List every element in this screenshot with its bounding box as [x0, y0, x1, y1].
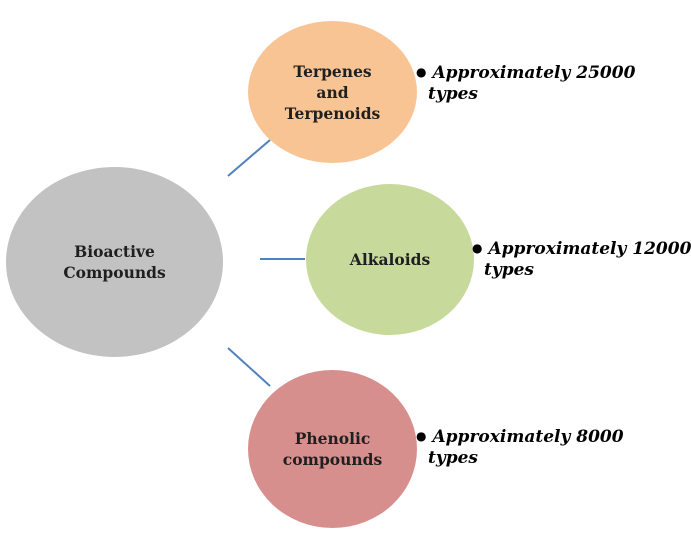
terpenes-note-line2: types [428, 84, 479, 104]
terpenes-note: ● Approximately 25000 types [416, 62, 635, 105]
phenolic-note-line1: Approximately 8000 [432, 427, 624, 447]
terpenes-label: Terpenes and Terpenoids [284, 61, 381, 123]
connector-phenolic [227, 347, 271, 387]
bullet-icon: ● [416, 429, 427, 443]
phenolic-note: ● Approximately 8000 types [416, 426, 624, 469]
bioactive-compounds-label: Bioactive Compounds [63, 242, 166, 282]
phenolic-label: Phenolic compounds [282, 429, 383, 469]
terpenes-note-line1: Approximately 25000 [432, 63, 636, 83]
alkaloids-note-line2: types [484, 260, 535, 280]
bullet-icon: ● [472, 241, 483, 255]
terpenes-node: Terpenes and Terpenoids [248, 21, 417, 163]
alkaloids-note-line1: Approximately 12000 [488, 239, 691, 259]
bioactive-compounds-node: Bioactive Compounds [6, 167, 223, 357]
alkaloids-note: ● Approximately 12000 types [472, 238, 691, 281]
phenolic-note-line2: types [428, 448, 479, 468]
bullet-icon: ● [416, 65, 427, 79]
phenolic-node: Phenolic compounds [248, 370, 417, 528]
alkaloids-node: Alkaloids [306, 184, 474, 335]
alkaloids-label: Alkaloids [349, 250, 431, 269]
connector-terpenes [227, 139, 271, 177]
